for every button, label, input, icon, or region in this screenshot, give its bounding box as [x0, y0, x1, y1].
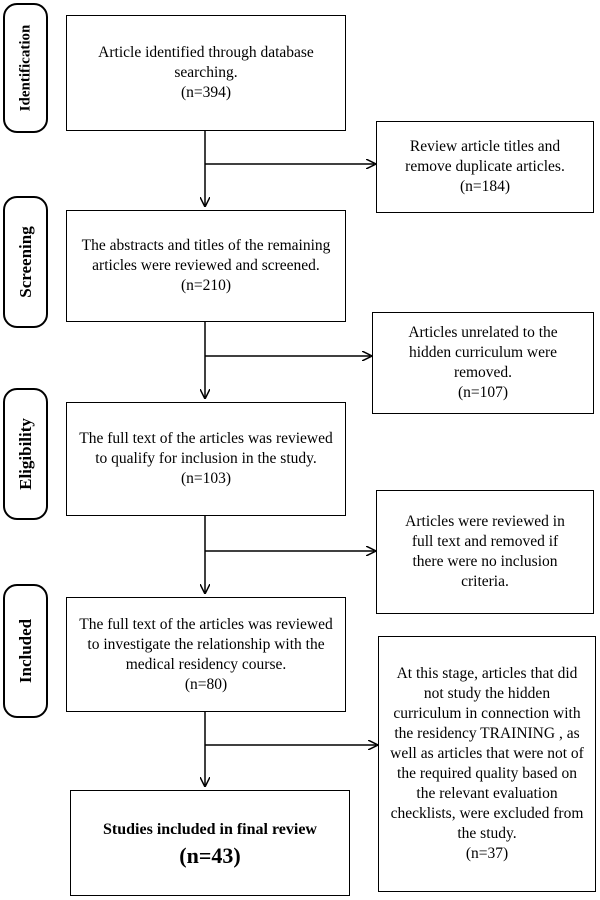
fulltext-removed-text-3: there were no inclusion	[412, 553, 558, 570]
screened-text-2: articles were reviewed and screened.	[92, 257, 320, 274]
eligible-text-2: to qualify for inclusion in the study.	[95, 450, 317, 467]
quality-text-9: the study.	[457, 825, 517, 842]
quality-text-6: the required quality based on	[397, 765, 577, 782]
unrelated-text-2: hidden curriculum were	[408, 344, 558, 361]
identified-text-2: searching.	[174, 64, 238, 81]
quality-excluded-box: At this stage, articles that did not stu…	[378, 636, 596, 892]
included-count: (n=80)	[184, 675, 228, 693]
stage-screening: Screening	[3, 196, 48, 328]
fulltext-removed-text-2: full text and removed if	[411, 533, 559, 550]
duplicates-count: (n=184)	[459, 178, 511, 195]
identified-count: (n=394)	[180, 84, 232, 101]
stage-identification: Identification	[3, 3, 48, 133]
final-review-box: Studies included in final review (n=43)	[70, 790, 350, 896]
eligible-box: The full text of the articles was review…	[66, 402, 346, 516]
screened-text-1: The abstracts and titles of the remainin…	[81, 237, 331, 254]
quality-text-5: well as articles that were not of	[390, 745, 584, 762]
unrelated-count: (n=107)	[457, 384, 509, 401]
duplicates-box: Review article titles and remove duplica…	[376, 121, 594, 213]
stage-included: Included	[3, 584, 48, 718]
stage-eligibility: Eligibility	[3, 388, 48, 520]
unrelated-box: Articles unrelated to the hidden curricu…	[372, 312, 594, 414]
screened-box: The abstracts and titles of the remainin…	[66, 210, 346, 322]
quality-text-1: At this stage, articles that did	[396, 665, 578, 682]
eligible-text-1: The full text of the articles was review…	[79, 430, 333, 447]
identified-text-1: Article identified through database	[98, 44, 314, 61]
quality-text-8: checklists, were excluded from	[390, 805, 584, 822]
quality-text-3: curriculum in connection with	[393, 705, 581, 722]
identified-box: Article identified through database sear…	[66, 15, 346, 131]
fulltext-removed-text-1: Articles were reviewed in	[405, 513, 565, 530]
quality-text-2: not study the hidden	[423, 685, 551, 702]
included-text-3: medical residency course.	[125, 655, 287, 673]
quality-text-4: the residency TRAINING , as	[394, 725, 580, 742]
quality-count: (n=37)	[465, 845, 509, 862]
included-box: The full text of the articles was review…	[66, 597, 346, 712]
final-review-count: (n=43)	[179, 843, 241, 868]
quality-text-7: the relevant evaluation	[416, 785, 558, 802]
unrelated-text-3: removed.	[453, 364, 513, 381]
fulltext-removed-text-4: criteria.	[461, 573, 509, 590]
unrelated-text-1: Articles unrelated to the	[408, 324, 558, 341]
included-text-1: The full text of the articles was review…	[79, 615, 333, 633]
duplicates-text-1: Review article titles and	[409, 138, 561, 155]
included-text-2: to investigate the relationship with the	[87, 635, 325, 653]
eligible-count: (n=103)	[180, 470, 232, 487]
final-review-text: Studies included in final review	[103, 821, 317, 838]
fulltext-removed-box: Articles were reviewed in full text and …	[376, 490, 594, 614]
duplicates-text-2: remove duplicate articles.	[405, 158, 565, 175]
screened-count: (n=210)	[180, 277, 232, 294]
